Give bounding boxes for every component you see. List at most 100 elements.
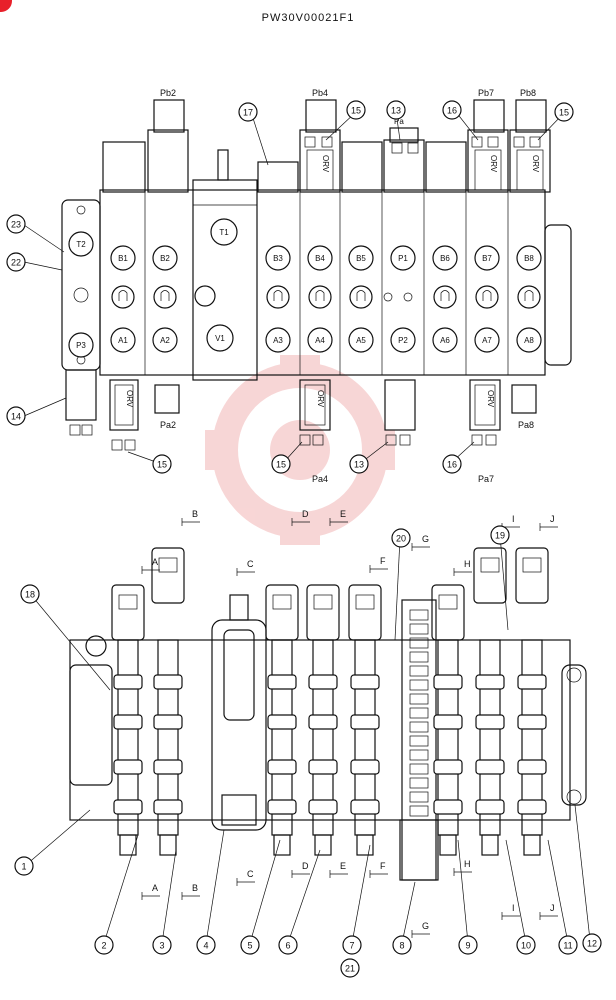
callout-number: 17 <box>243 108 253 118</box>
shuttle-segment <box>409 763 429 775</box>
shuttle-segment <box>409 609 429 621</box>
spool-land <box>153 714 183 730</box>
callout-number: 5 <box>247 941 252 951</box>
callout-circle <box>346 100 366 120</box>
spool-land <box>267 759 297 775</box>
diagram-code: PW30V00021F1 <box>261 12 355 24</box>
spool-cap-circle <box>474 245 500 271</box>
callout-number: 22 <box>11 258 21 268</box>
spool-cap-circle <box>265 327 291 353</box>
port-label-pa2: Pa2 <box>160 420 176 430</box>
section-letter-h: H <box>464 859 471 869</box>
spool-cap-circle <box>390 327 416 353</box>
spool-land <box>308 674 338 690</box>
detent-mark <box>440 290 450 301</box>
callout-circle <box>340 958 360 978</box>
callout-number: 10 <box>521 941 531 951</box>
spool-cap-label: B2 <box>160 254 170 263</box>
orv-label: ORV <box>321 155 330 173</box>
detent-circle <box>433 285 457 309</box>
spool-land <box>517 799 547 815</box>
section-letter-i: I <box>512 903 515 913</box>
spool-cap-housing <box>473 547 507 604</box>
shuttle-segment <box>409 805 429 817</box>
spool-end <box>356 834 374 856</box>
section-letter-b: B <box>192 883 198 893</box>
spool-land <box>517 674 547 690</box>
detent-circle <box>349 285 373 309</box>
spool-cap-circle <box>348 327 374 353</box>
callout-circle <box>582 933 602 953</box>
callout-circle <box>238 102 258 122</box>
spool-cap-label: A2 <box>160 336 170 345</box>
callout-number: 1 <box>21 862 26 872</box>
section-letter-f: F <box>380 556 386 566</box>
spool-land <box>267 799 297 815</box>
spool-end <box>481 834 499 856</box>
section-letter-h: H <box>464 559 471 569</box>
callout-circle <box>152 935 172 955</box>
spool-land <box>267 674 297 690</box>
spool-land <box>433 674 463 690</box>
callout-circle <box>392 935 412 955</box>
shuttle-segment <box>409 749 429 761</box>
detent-circle <box>153 285 177 309</box>
orv-labels: ORV ORV ORV ORV ORV ORV <box>125 155 540 408</box>
callout-number: 2 <box>101 941 106 951</box>
spool-cap-label: P2 <box>398 336 408 345</box>
callout-circle <box>391 528 411 548</box>
shuttle-segment <box>409 693 429 705</box>
top-view-valve-body <box>61 99 572 451</box>
callout-circle <box>458 935 478 955</box>
callout-number: 16 <box>447 460 457 470</box>
shuttle-segment <box>409 721 429 733</box>
spool-end <box>523 834 541 856</box>
spool-cap-circle <box>516 245 542 271</box>
spool-cap-housing <box>348 584 382 641</box>
port-label-pa4: Pa4 <box>312 474 328 484</box>
spool-cap-label: B5 <box>356 254 366 263</box>
spool-land <box>113 674 143 690</box>
spool-cap-circle <box>152 327 178 353</box>
port-label-pa: Pa <box>394 117 404 126</box>
detent-mark <box>160 290 170 301</box>
callout-circle <box>442 454 462 474</box>
spool-land <box>350 714 380 730</box>
detent-circle <box>475 285 499 309</box>
spool-cap-circle <box>265 245 291 271</box>
callout-number: 8 <box>399 941 404 951</box>
callout-circle <box>442 100 462 120</box>
section-letter-e: E <box>340 509 346 519</box>
callout-number: 20 <box>396 534 406 544</box>
callout-circle <box>196 935 216 955</box>
spool-cap-circle <box>110 245 136 271</box>
spool-cap-label: T2 <box>76 240 86 249</box>
callout-circle <box>94 935 114 955</box>
shuttle-segment <box>409 707 429 719</box>
spool-cap-label: A8 <box>524 336 534 345</box>
spool-cap-housing <box>515 547 549 604</box>
detent-circle <box>517 285 541 309</box>
spool-cap-label: P3 <box>76 341 86 350</box>
detent-mark <box>524 290 534 301</box>
spool-land <box>153 759 183 775</box>
callout-number: 23 <box>11 220 21 230</box>
callout-number: 15 <box>351 106 361 116</box>
spool-land <box>475 759 505 775</box>
callout-number: 14 <box>11 412 21 422</box>
spool-cap-circle <box>307 327 333 353</box>
detent-mark <box>356 290 366 301</box>
spool-land <box>433 799 463 815</box>
spool-land <box>350 799 380 815</box>
detent-circle <box>308 285 332 309</box>
orv-label: ORV <box>316 390 325 408</box>
spool-land <box>113 799 143 815</box>
orv-label: ORV <box>125 390 134 408</box>
spool-end <box>159 834 177 856</box>
orv-label: ORV <box>531 155 540 173</box>
callout-circle <box>6 214 26 234</box>
